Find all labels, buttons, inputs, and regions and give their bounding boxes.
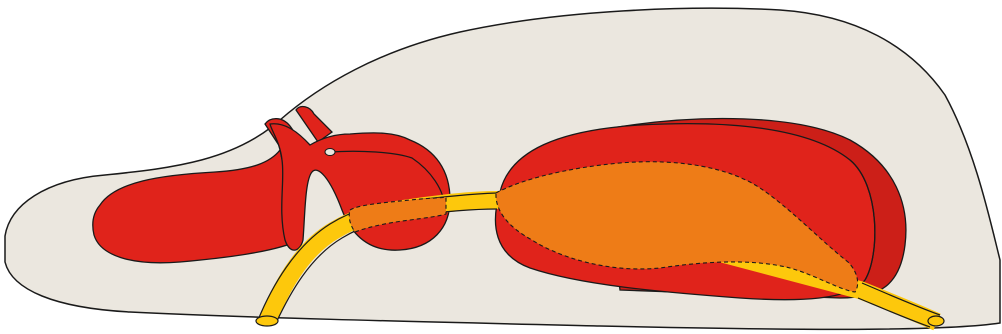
tube-end-right	[928, 316, 944, 326]
tube-end-left	[256, 316, 278, 326]
middle-organ-hole	[325, 149, 335, 156]
